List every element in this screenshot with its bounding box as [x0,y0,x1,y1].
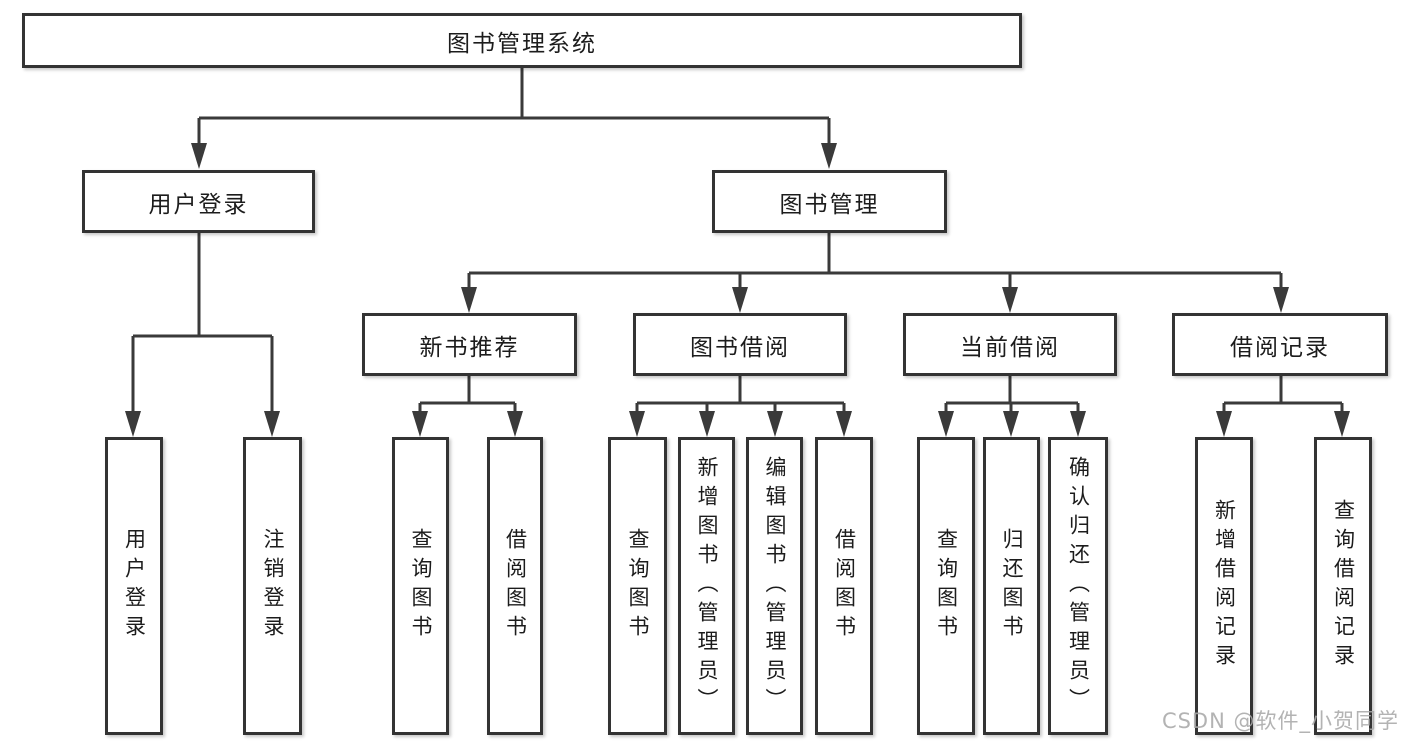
node-book-management-label: 图书管理 [779,191,880,218]
leaf-add-book-admin: 新增图书（管理员） [678,437,735,735]
leaf-label: 查询图书 [626,528,650,644]
leaf-label: 新增图书（管理员） [695,455,719,717]
leaf-add-borrow-record: 新增借阅记录 [1195,437,1253,735]
node-book-management: 图书管理 [712,170,947,233]
leaf-label: 查询借阅记录 [1331,499,1356,673]
leaf-label: 用户登录 [122,528,147,644]
node-current-borrow-label: 当前借阅 [960,334,1060,361]
leaf-query-borrow-record: 查询借阅记录 [1314,437,1372,735]
leaf-query-books-3: 查询图书 [917,437,975,735]
node-new-book-recommend-label: 新书推荐 [419,334,520,361]
leaf-return-books: 归还图书 [983,437,1040,735]
node-borrow-records-label: 借阅记录 [1230,334,1330,361]
leaf-borrow-books-2: 借阅图书 [815,437,873,735]
node-root: 图书管理系统 [22,13,1022,68]
leaf-label: 查询图书 [409,528,433,644]
leaf-label: 编辑图书（管理员） [763,455,787,717]
leaf-label: 借阅图书 [832,528,857,644]
node-new-book-recommend: 新书推荐 [362,313,577,376]
leaf-query-books-2: 查询图书 [608,437,667,735]
node-user-login: 用户登录 [82,170,315,233]
node-book-borrow-label: 图书借阅 [690,334,790,361]
leaf-logout: 注销登录 [243,437,302,735]
leaf-user-login: 用户登录 [105,437,163,735]
leaf-label: 注销登录 [261,528,285,644]
leaf-label: 归还图书 [1000,528,1024,644]
node-borrow-records: 借阅记录 [1172,313,1388,376]
leaf-confirm-return-admin: 确认归还（管理员） [1048,437,1108,735]
node-book-borrow: 图书借阅 [633,313,847,376]
leaf-label: 借阅图书 [503,528,528,644]
leaf-label: 确认归还（管理员） [1066,455,1091,717]
node-user-login-label: 用户登录 [148,191,249,218]
arrowheads [125,143,1350,437]
leaf-label: 新增借阅记录 [1212,499,1237,673]
leaf-label: 查询图书 [934,528,959,644]
node-current-borrow: 当前借阅 [903,313,1117,376]
node-root-label: 图书管理系统 [447,30,597,57]
leaf-borrow-books-1: 借阅图书 [487,437,543,735]
leaf-query-books-1: 查询图书 [392,437,449,735]
csdn-watermark: CSDN @软件_小贺同学 [1161,709,1399,733]
leaf-edit-book-admin: 编辑图书（管理员） [746,437,803,735]
